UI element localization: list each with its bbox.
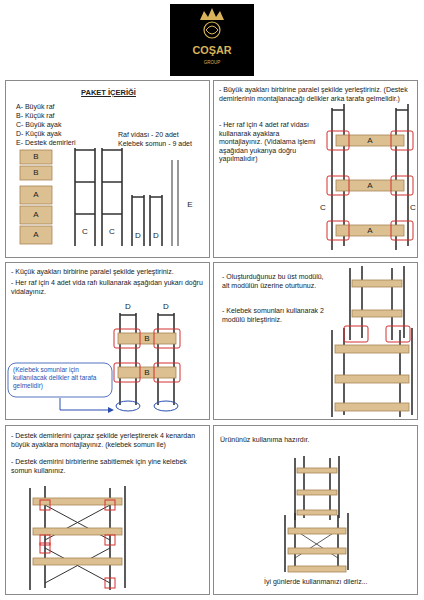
step-text: - Büyük ayakları birbirine paralel şekil…: [219, 86, 414, 103]
shelf-boards: [335, 280, 409, 411]
brand-name: COŞAR: [170, 44, 254, 57]
part-letter: C: [109, 228, 115, 236]
part-letter: A: [33, 231, 38, 239]
finished-frame: [285, 456, 348, 572]
note-text: (Kelebek somunlar için kullanılacak deli…: [13, 366, 109, 389]
step-text: - Kelebek somunları kullanarak 2 modülü …: [222, 307, 327, 324]
note-arrowhead: [108, 407, 114, 413]
shelf-frame: [332, 104, 408, 250]
leg-frames: [75, 148, 178, 246]
part-letter: A: [367, 227, 372, 235]
panel-heading: PAKET İÇERİĞİ: [51, 88, 166, 97]
logo-ground: [170, 4, 254, 76]
screw-marks: [327, 131, 413, 240]
logo-ornament: [204, 22, 220, 38]
step-panel: - Büyük ayakları birbirine paralel şekil…: [213, 80, 418, 258]
final-text: Ürününüz kullanıma hazırdır.: [220, 436, 410, 445]
nut-marks: [344, 326, 410, 342]
step-text: - Her raf için 4 adet vida rafı kullanar…: [11, 279, 206, 296]
part-letter: A: [367, 182, 372, 190]
hardware-count: Raf vidası - 20 adet: [118, 131, 208, 140]
part-letter: D: [163, 303, 169, 311]
logo-ornament: [206, 26, 218, 34]
part-letter: D: [153, 232, 159, 240]
part-letter: A: [33, 211, 38, 219]
shelf-frame: [30, 486, 125, 590]
step-text: - Her raf için 4 adet raf vidası kullana…: [219, 121, 319, 164]
part-item: E- Destek demirleri: [16, 139, 116, 148]
logo-crown: [200, 8, 224, 20]
part-letter: B: [144, 335, 149, 343]
module-frame: [332, 266, 412, 417]
part-letter: D: [135, 232, 141, 240]
nut-marks: [40, 500, 115, 588]
step-text: - Küçük ayakları birbirine paralel şekil…: [11, 268, 206, 277]
screw-marks: [114, 329, 180, 382]
brand-sub: GROUP: [170, 60, 254, 66]
part-letter: B: [33, 153, 38, 161]
part-item: D- Küçük ayak: [16, 130, 116, 139]
step-text: - Destek demirini birbirlerine sabitleme…: [11, 458, 206, 475]
step-panel: - Oluşturduğunuz bu üst modülü, alt modü…: [213, 262, 418, 420]
hole-marks: [116, 401, 178, 411]
part-letter: B: [33, 169, 38, 177]
part-letter: C: [320, 204, 326, 212]
note-arrow: [60, 398, 110, 410]
shelf-boards: [33, 498, 122, 565]
step-text: - Destek demirlerini çapraz şekilde yerl…: [11, 432, 206, 449]
shelf-boards: [20, 150, 52, 244]
hardware-count: Kelebek somun - 9 adet: [118, 140, 208, 149]
part-letter: B: [144, 369, 149, 377]
part-letter: E: [187, 201, 192, 209]
step-panel: - Küçük ayakları birbirine paralel şekil…: [5, 262, 210, 420]
step-panel: - Destek demirlerini çapraz şekilde yerl…: [5, 425, 210, 595]
part-letter: C: [82, 228, 88, 236]
shelf-boards: [118, 333, 176, 378]
part-letter: D: [125, 303, 131, 311]
part-letter: C: [410, 204, 416, 212]
closing-text: İyi günlerde kullanmanızı dileriz...: [264, 578, 414, 587]
step-text: - Oluşturduğunuz bu üst modülü, alt modü…: [222, 273, 327, 290]
part-item: A- Büyük raf: [16, 103, 116, 112]
part-letter: A: [33, 191, 38, 199]
brand-logo: COŞAR GROUP: [170, 4, 254, 76]
shelf-boards: [288, 468, 346, 572]
small-legs: [120, 313, 174, 405]
part-letter: A: [367, 137, 372, 145]
note-outline: [8, 363, 112, 397]
final-panel: Ürününüz kullanıma hazırdır. İyi günlerde…: [213, 425, 418, 595]
part-item: C- Büyük ayak: [16, 121, 116, 130]
part-item: B- Küçük raf: [16, 112, 116, 121]
